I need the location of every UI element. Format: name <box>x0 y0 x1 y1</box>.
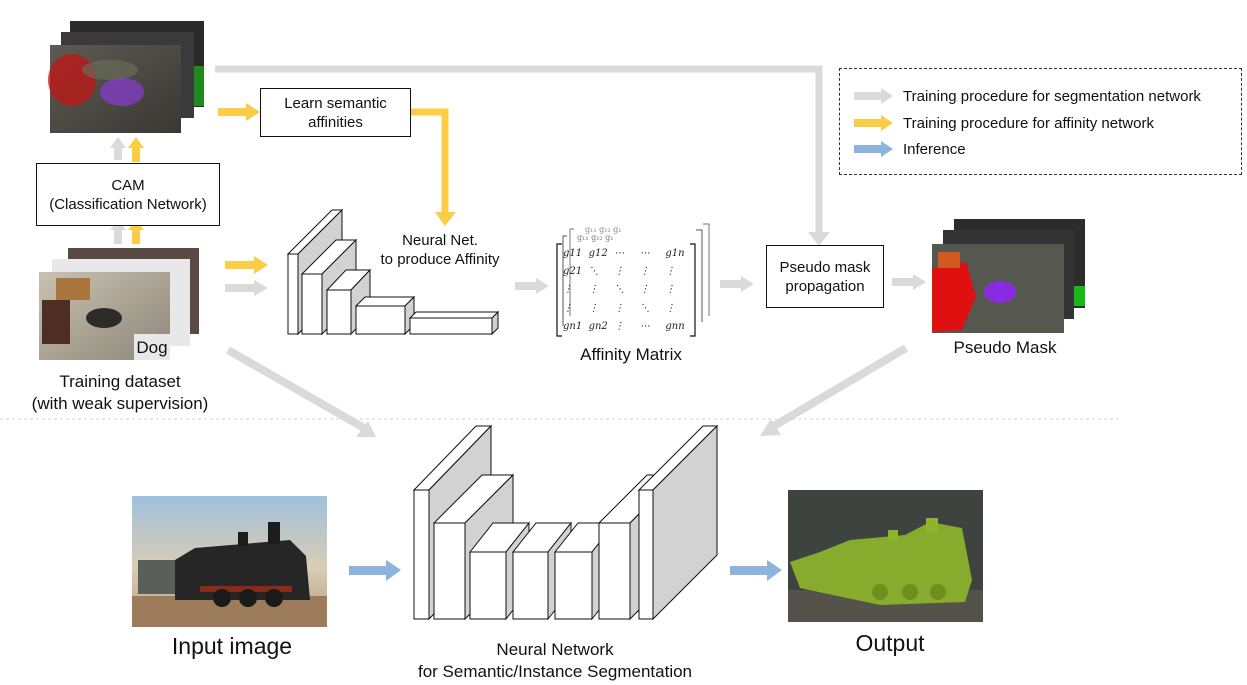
legend-item-inference: Inference <box>852 138 966 160</box>
dataset-label: Training dataset (with weak supervision) <box>31 372 209 413</box>
svg-text:g₁₁ g₁₂ g₁: g₁₁ g₁₂ g₁ <box>577 233 613 242</box>
legend: Training procedure for segmentation netw… <box>839 68 1242 175</box>
cam-box: CAM (Classification Network) <box>36 163 220 226</box>
yellow-arrow-icon <box>854 115 893 131</box>
matrix-cell: ⋯ <box>639 321 650 333</box>
matrix-cell: ⋮ <box>563 302 573 314</box>
dog-tag: Dog <box>136 338 168 357</box>
matrix-cell: ⋮ <box>588 302 599 314</box>
pseudo-mask-label: Pseudo Mask <box>953 338 1057 357</box>
legend-label: Inference <box>903 140 966 158</box>
matrix-cell: gn1 <box>563 321 583 333</box>
matrix-cell: ⋮ <box>665 266 676 278</box>
affinity-matrix: g11 g12 ⋯ ⋯ g1n g21 ⋱ ⋮ ⋮ ⋮ ⋮ ⋮ ⋱ ⋮ ⋮ ⋮ … <box>563 244 691 336</box>
pseudo-mask-stack <box>932 219 1085 333</box>
input-image-label: Input image <box>171 633 293 659</box>
legend-label: Training procedure for segmentation netw… <box>903 87 1201 105</box>
matrix-cell: ⋮ <box>665 302 676 314</box>
cam-image-stack <box>48 21 204 133</box>
affinity-net-label: Neural Net. to produce Affinity <box>380 232 500 268</box>
matrix-cell: g11 <box>563 247 583 259</box>
learn-affinities-box: Learn semantic affinities <box>260 88 411 137</box>
gray-arrow-icon <box>854 88 893 104</box>
matrix-cell: ⋮ <box>588 284 599 296</box>
matrix-cell: ⋱ <box>588 266 599 278</box>
matrix-cell: ⋯ <box>639 247 650 259</box>
segmentation-network-blocks <box>412 424 719 621</box>
matrix-cell: g21 <box>563 266 583 278</box>
affinity-matrix-label: Affinity Matrix <box>580 345 682 364</box>
matrix-cell: ⋮ <box>614 302 625 314</box>
matrix-cell: ⋮ <box>563 284 573 296</box>
matrix-cell: ⋮ <box>614 321 625 333</box>
matrix-cell: gn2 <box>588 321 608 333</box>
legend-label: Training procedure for affinity network <box>903 114 1154 132</box>
matrix-cell: ⋱ <box>639 302 650 314</box>
input-image <box>132 496 327 627</box>
training-image-stack <box>39 248 199 360</box>
propagation-box: Pseudo mask propagation <box>766 245 884 308</box>
output-label: Output <box>855 630 925 656</box>
matrix-cell: gnn <box>665 321 685 333</box>
matrix-cell: ⋮ <box>639 266 650 278</box>
svg-text:g₁₁ g₁₂ g₁: g₁₁ g₁₂ g₁ <box>585 225 621 234</box>
matrix-cell: ⋯ <box>614 247 625 259</box>
matrix-cell: ⋮ <box>639 284 650 296</box>
learn-affinities-label: Learn semantic affinities <box>284 94 387 131</box>
network-label: Neural Network for Semantic/Instance Seg… <box>417 640 693 681</box>
matrix-cell: g1n <box>665 247 685 259</box>
gray-arrows <box>110 65 926 437</box>
blue-arrows <box>349 560 782 581</box>
matrix-cell: ⋱ <box>614 284 625 296</box>
matrix-cell: ⋮ <box>614 266 625 278</box>
affinity-matrix-graphic: g₁₁ g₁₂ g₁ g₁₁ g₁₂ g₁ <box>556 223 710 337</box>
affinity-network-blocks <box>286 208 500 336</box>
legend-item-segmentation: Training procedure for segmentation netw… <box>852 85 1201 107</box>
blue-arrow-icon <box>854 141 893 157</box>
output-image <box>788 490 983 622</box>
legend-item-affinity: Training procedure for affinity network <box>852 112 1154 134</box>
matrix-cell: ⋮ <box>665 284 676 296</box>
propagation-label: Pseudo mask propagation <box>779 258 871 295</box>
matrix-cell: g12 <box>588 247 608 259</box>
cam-label: CAM (Classification Network) <box>49 176 207 213</box>
